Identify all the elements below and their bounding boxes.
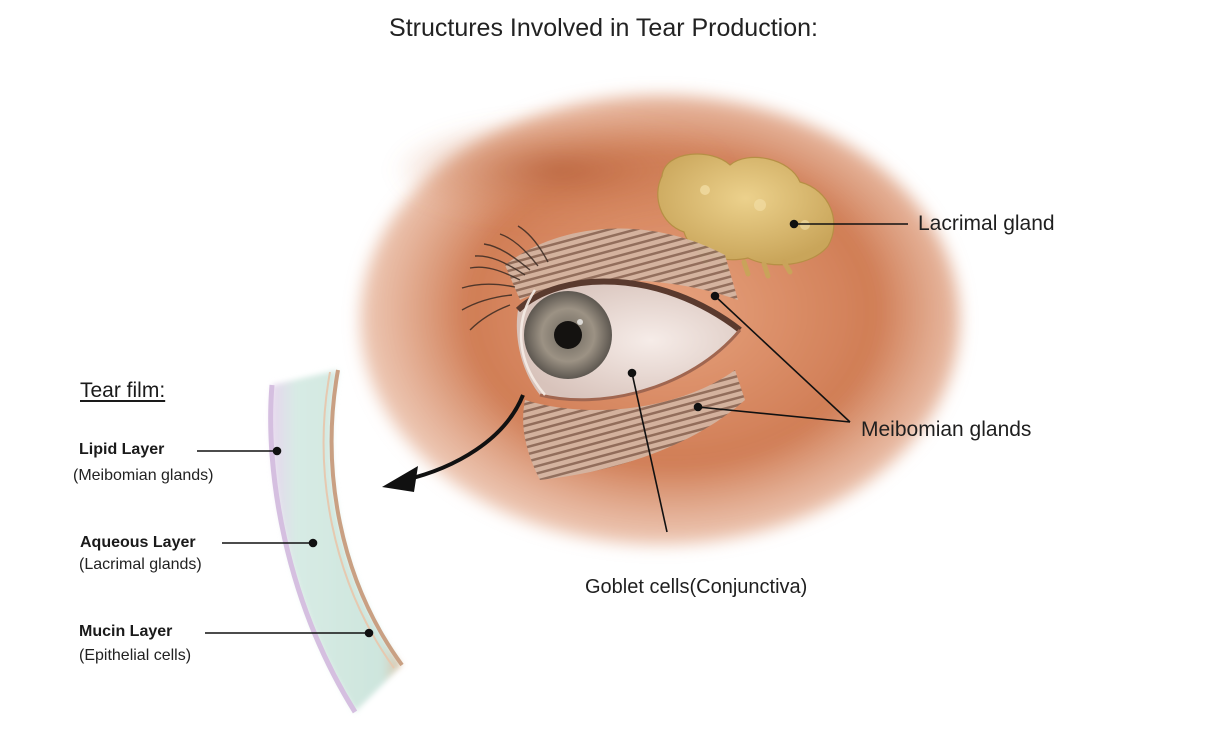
lacrimal-gland-label: Lacrimal gland xyxy=(918,212,1055,236)
page-title: Structures Involved in Tear Production: xyxy=(0,14,1207,43)
tear-film-diagram xyxy=(271,370,402,712)
meibomian-glands-label: Meibomian glands xyxy=(861,418,1031,442)
mucin-layer-name: Mucin Layer xyxy=(79,623,172,641)
lipid-layer-source: (Meibomian glands) xyxy=(73,467,214,485)
mucin-layer-source: (Epithelial cells) xyxy=(79,647,191,665)
tear-film-title: Tear film: xyxy=(80,379,165,403)
aqueous-layer-source: (Lacrimal glands) xyxy=(79,556,202,574)
goblet-cells-label: Goblet cells(Conjunctiva) xyxy=(585,576,807,599)
aqueous-layer-name: Aqueous Layer xyxy=(80,534,196,552)
lipid-layer-name: Lipid Layer xyxy=(79,441,164,459)
